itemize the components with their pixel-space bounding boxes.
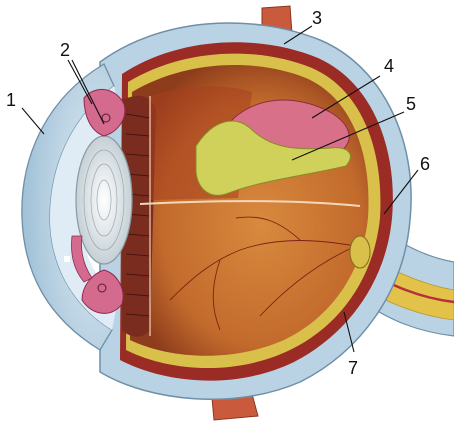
lens — [76, 136, 132, 264]
leader-1 — [22, 108, 44, 134]
label-6: 6 — [420, 154, 430, 174]
label-4: 4 — [384, 56, 394, 76]
optic-disc — [350, 236, 370, 268]
label-5: 5 — [406, 94, 416, 114]
label-2: 2 — [60, 40, 70, 60]
label-1: 1 — [6, 90, 16, 110]
label-3: 3 — [312, 8, 322, 28]
white-marker — [64, 256, 70, 262]
label-7: 7 — [348, 358, 358, 378]
